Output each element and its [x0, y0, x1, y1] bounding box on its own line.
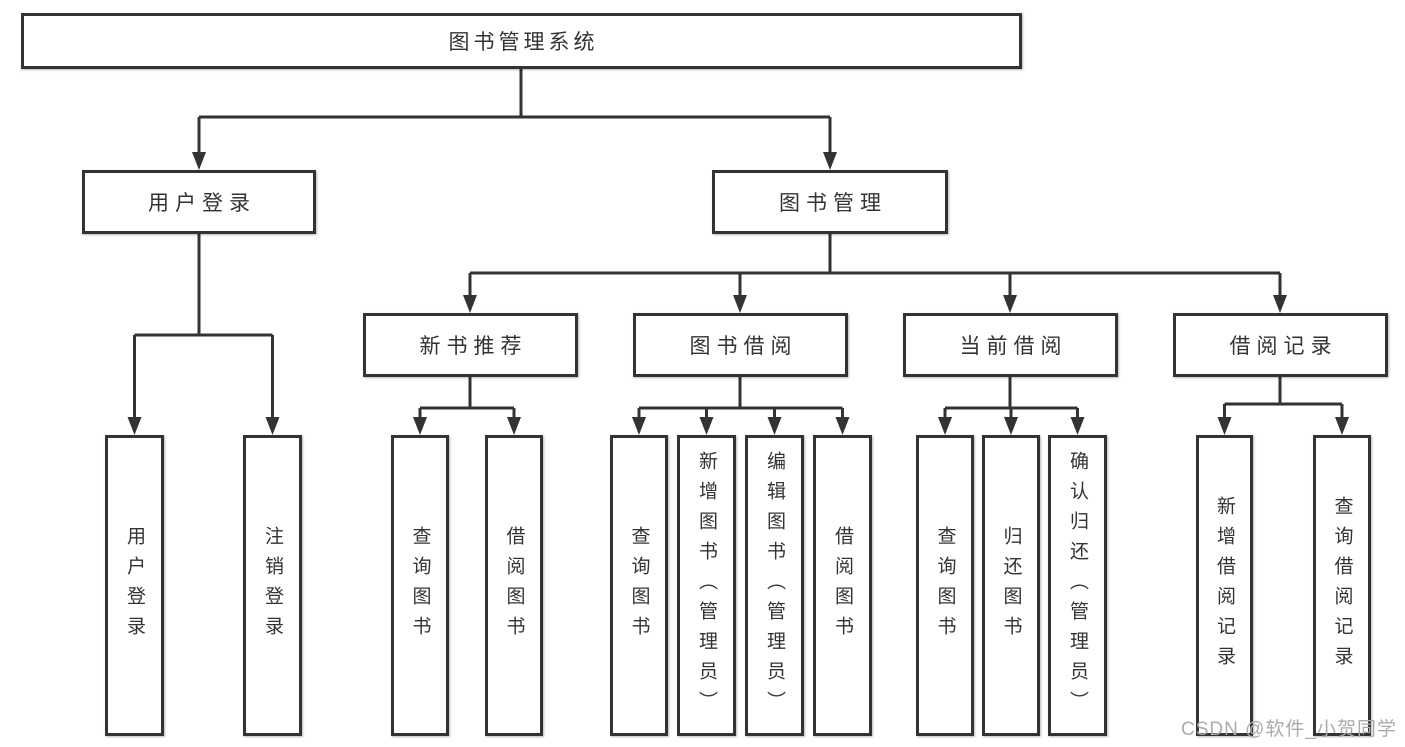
- node-borrowing-records: 借阅记录: [1173, 313, 1388, 377]
- leaf-label: 借阅图书: [832, 525, 853, 646]
- arrowhead: [699, 417, 714, 435]
- csdn-watermark: CSDN @软件_小贺同学: [1181, 719, 1397, 740]
- node-label: 图书管理系统: [448, 31, 599, 54]
- leaf-query-books-3: 查询图书: [916, 435, 974, 736]
- node-label: 图书管理: [779, 192, 887, 215]
- connector-book-mgmt: [468, 234, 1282, 296]
- leaf-edit-books-admin: 编辑图书（管理员）: [745, 435, 804, 736]
- node-user-login-branch: 用户登录: [82, 170, 316, 234]
- leaf-user-login: 用户登录: [105, 435, 164, 736]
- leaf-label: 归还图书: [1000, 525, 1022, 646]
- leaf-borrow-books-1: 借阅图书: [485, 435, 543, 736]
- arrowhead: [823, 152, 837, 170]
- arrowhead: [1004, 417, 1018, 435]
- arrowhead: [938, 417, 952, 435]
- leaf-return-books: 归还图书: [982, 435, 1040, 736]
- arrowhead: [1217, 417, 1232, 435]
- arrowhead: [632, 417, 646, 435]
- arrowhead: [835, 417, 850, 435]
- node-library-management-system: 图书管理系统: [21, 13, 1022, 69]
- leaf-label: 借阅图书: [503, 525, 525, 646]
- connector-new-books: [418, 377, 516, 418]
- leaf-label: 查询图书: [409, 525, 431, 646]
- leaf-query-books-1: 查询图书: [391, 435, 449, 736]
- leaf-add-borrow-record: 新增借阅记录: [1196, 435, 1253, 736]
- leaf-add-books-admin: 新增图书（管理员）: [677, 435, 736, 736]
- leaf-label: 新增图书（管理员）: [696, 450, 717, 721]
- node-label: 借阅记录: [1229, 335, 1338, 358]
- arrowhead: [192, 152, 206, 170]
- leaf-label: 注销登录: [262, 525, 283, 646]
- arrowhead: [1070, 417, 1085, 435]
- connector-root: [197, 68, 832, 153]
- node-book-borrowing: 图书借阅: [633, 313, 848, 377]
- leaf-confirm-return-admin: 确认归还（管理员）: [1048, 435, 1107, 736]
- node-label: 当前借阅: [959, 335, 1068, 358]
- arrowhead: [463, 295, 477, 313]
- leaf-query-borrow-record: 查询借阅记录: [1313, 435, 1371, 736]
- node-current-borrowing: 当前借阅: [903, 313, 1118, 377]
- connector-book-borrow: [637, 377, 844, 418]
- arrowhead: [413, 417, 427, 435]
- leaf-label: 新增借阅记录: [1214, 495, 1235, 676]
- leaf-label: 用户登录: [124, 525, 145, 646]
- arrowhead: [733, 295, 747, 313]
- node-book-management-branch: 图书管理: [712, 170, 948, 234]
- arrowhead: [265, 417, 280, 435]
- leaf-label: 查询图书: [934, 525, 956, 646]
- leaf-label: 查询图书: [628, 525, 650, 646]
- node-label: 新书推荐: [419, 335, 528, 358]
- arrowhead: [767, 417, 782, 435]
- connector-current-borrow: [943, 377, 1079, 418]
- node-new-book-recommendation: 新书推荐: [363, 313, 578, 377]
- leaf-label: 查询借阅记录: [1331, 495, 1353, 676]
- connector-borrow-records: [1223, 377, 1344, 418]
- leaf-borrow-books-2: 借阅图书: [813, 435, 872, 736]
- arrowhead: [507, 417, 521, 435]
- arrowhead: [1335, 417, 1349, 435]
- leaf-label: 编辑图书（管理员）: [764, 450, 785, 721]
- arrowhead: [127, 417, 142, 435]
- node-label: 图书借阅: [689, 335, 798, 358]
- leaf-logout: 注销登录: [243, 435, 302, 736]
- arrowhead: [1003, 295, 1017, 313]
- leaf-label: 确认归还（管理员）: [1067, 450, 1088, 721]
- connector-user-login: [133, 234, 274, 418]
- arrowhead: [1273, 295, 1287, 313]
- node-label: 用户登录: [148, 192, 256, 215]
- leaf-query-books-2: 查询图书: [610, 435, 668, 736]
